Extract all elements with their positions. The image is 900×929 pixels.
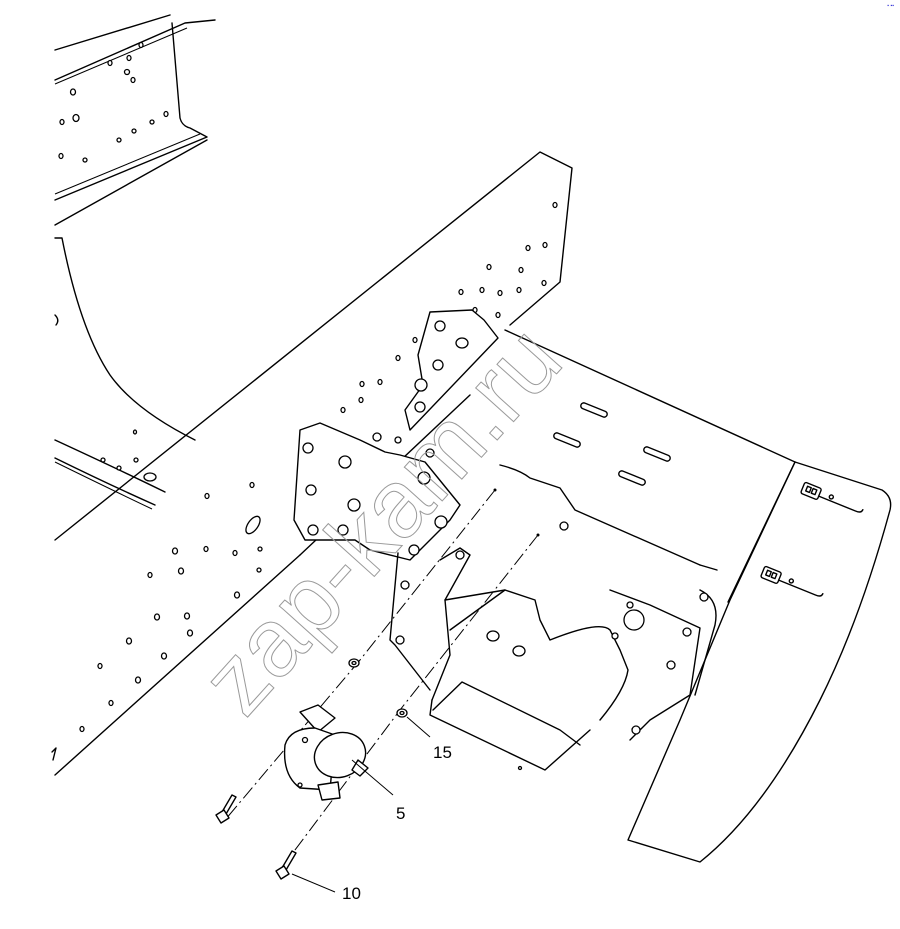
- far-frame-rail: [54, 14, 216, 226]
- lower-gusset-plate: [293, 422, 461, 561]
- callout-5: 5: [396, 804, 406, 823]
- bolt-upper: [215, 794, 237, 824]
- decal-lower: [760, 565, 824, 597]
- part-10-bolt: [275, 850, 297, 880]
- corner-logo-mark: ▪ ▪▪: [887, 3, 894, 9]
- watermark: zap-kam.ru: [181, 305, 583, 734]
- washer-15: [396, 708, 408, 718]
- callout-10: 10: [342, 884, 361, 903]
- part-5-socket: [283, 704, 369, 801]
- socket-mounting-bracket: [389, 547, 701, 771]
- washer-upper: [348, 658, 360, 668]
- decal-upper: [800, 481, 864, 513]
- leader-line-10: [291, 873, 336, 893]
- callout-15: 15: [433, 743, 452, 762]
- leader-line-15: [406, 716, 431, 738]
- crossmember-gusset: [54, 237, 196, 510]
- rear-crossmember-plate: [499, 329, 892, 863]
- upper-gusset-plate: [404, 309, 499, 431]
- svg-text:zap-kam.ru: zap-kam.ru: [181, 306, 582, 734]
- leader-line-5: [351, 759, 394, 796]
